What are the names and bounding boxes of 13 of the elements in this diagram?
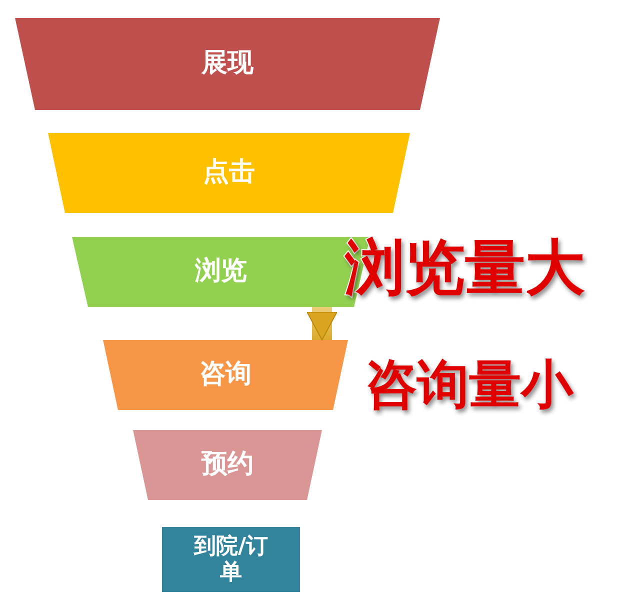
- stage-label: 点击: [203, 158, 255, 188]
- stage-label: 到院/订单: [192, 534, 270, 585]
- funnel-stage: [103, 340, 348, 410]
- stage-label: 浏览: [195, 257, 247, 287]
- stage-label: 展现: [202, 49, 254, 79]
- stage-label: 咨询: [200, 360, 252, 390]
- funnel-stage: [48, 133, 410, 213]
- arrow: [306, 307, 338, 340]
- stage-label: 预约: [202, 450, 254, 480]
- annotation-text: 咨询量小: [365, 354, 573, 417]
- result-box: [162, 527, 300, 592]
- funnel-stage: [133, 430, 322, 500]
- funnel-stage: [15, 18, 440, 110]
